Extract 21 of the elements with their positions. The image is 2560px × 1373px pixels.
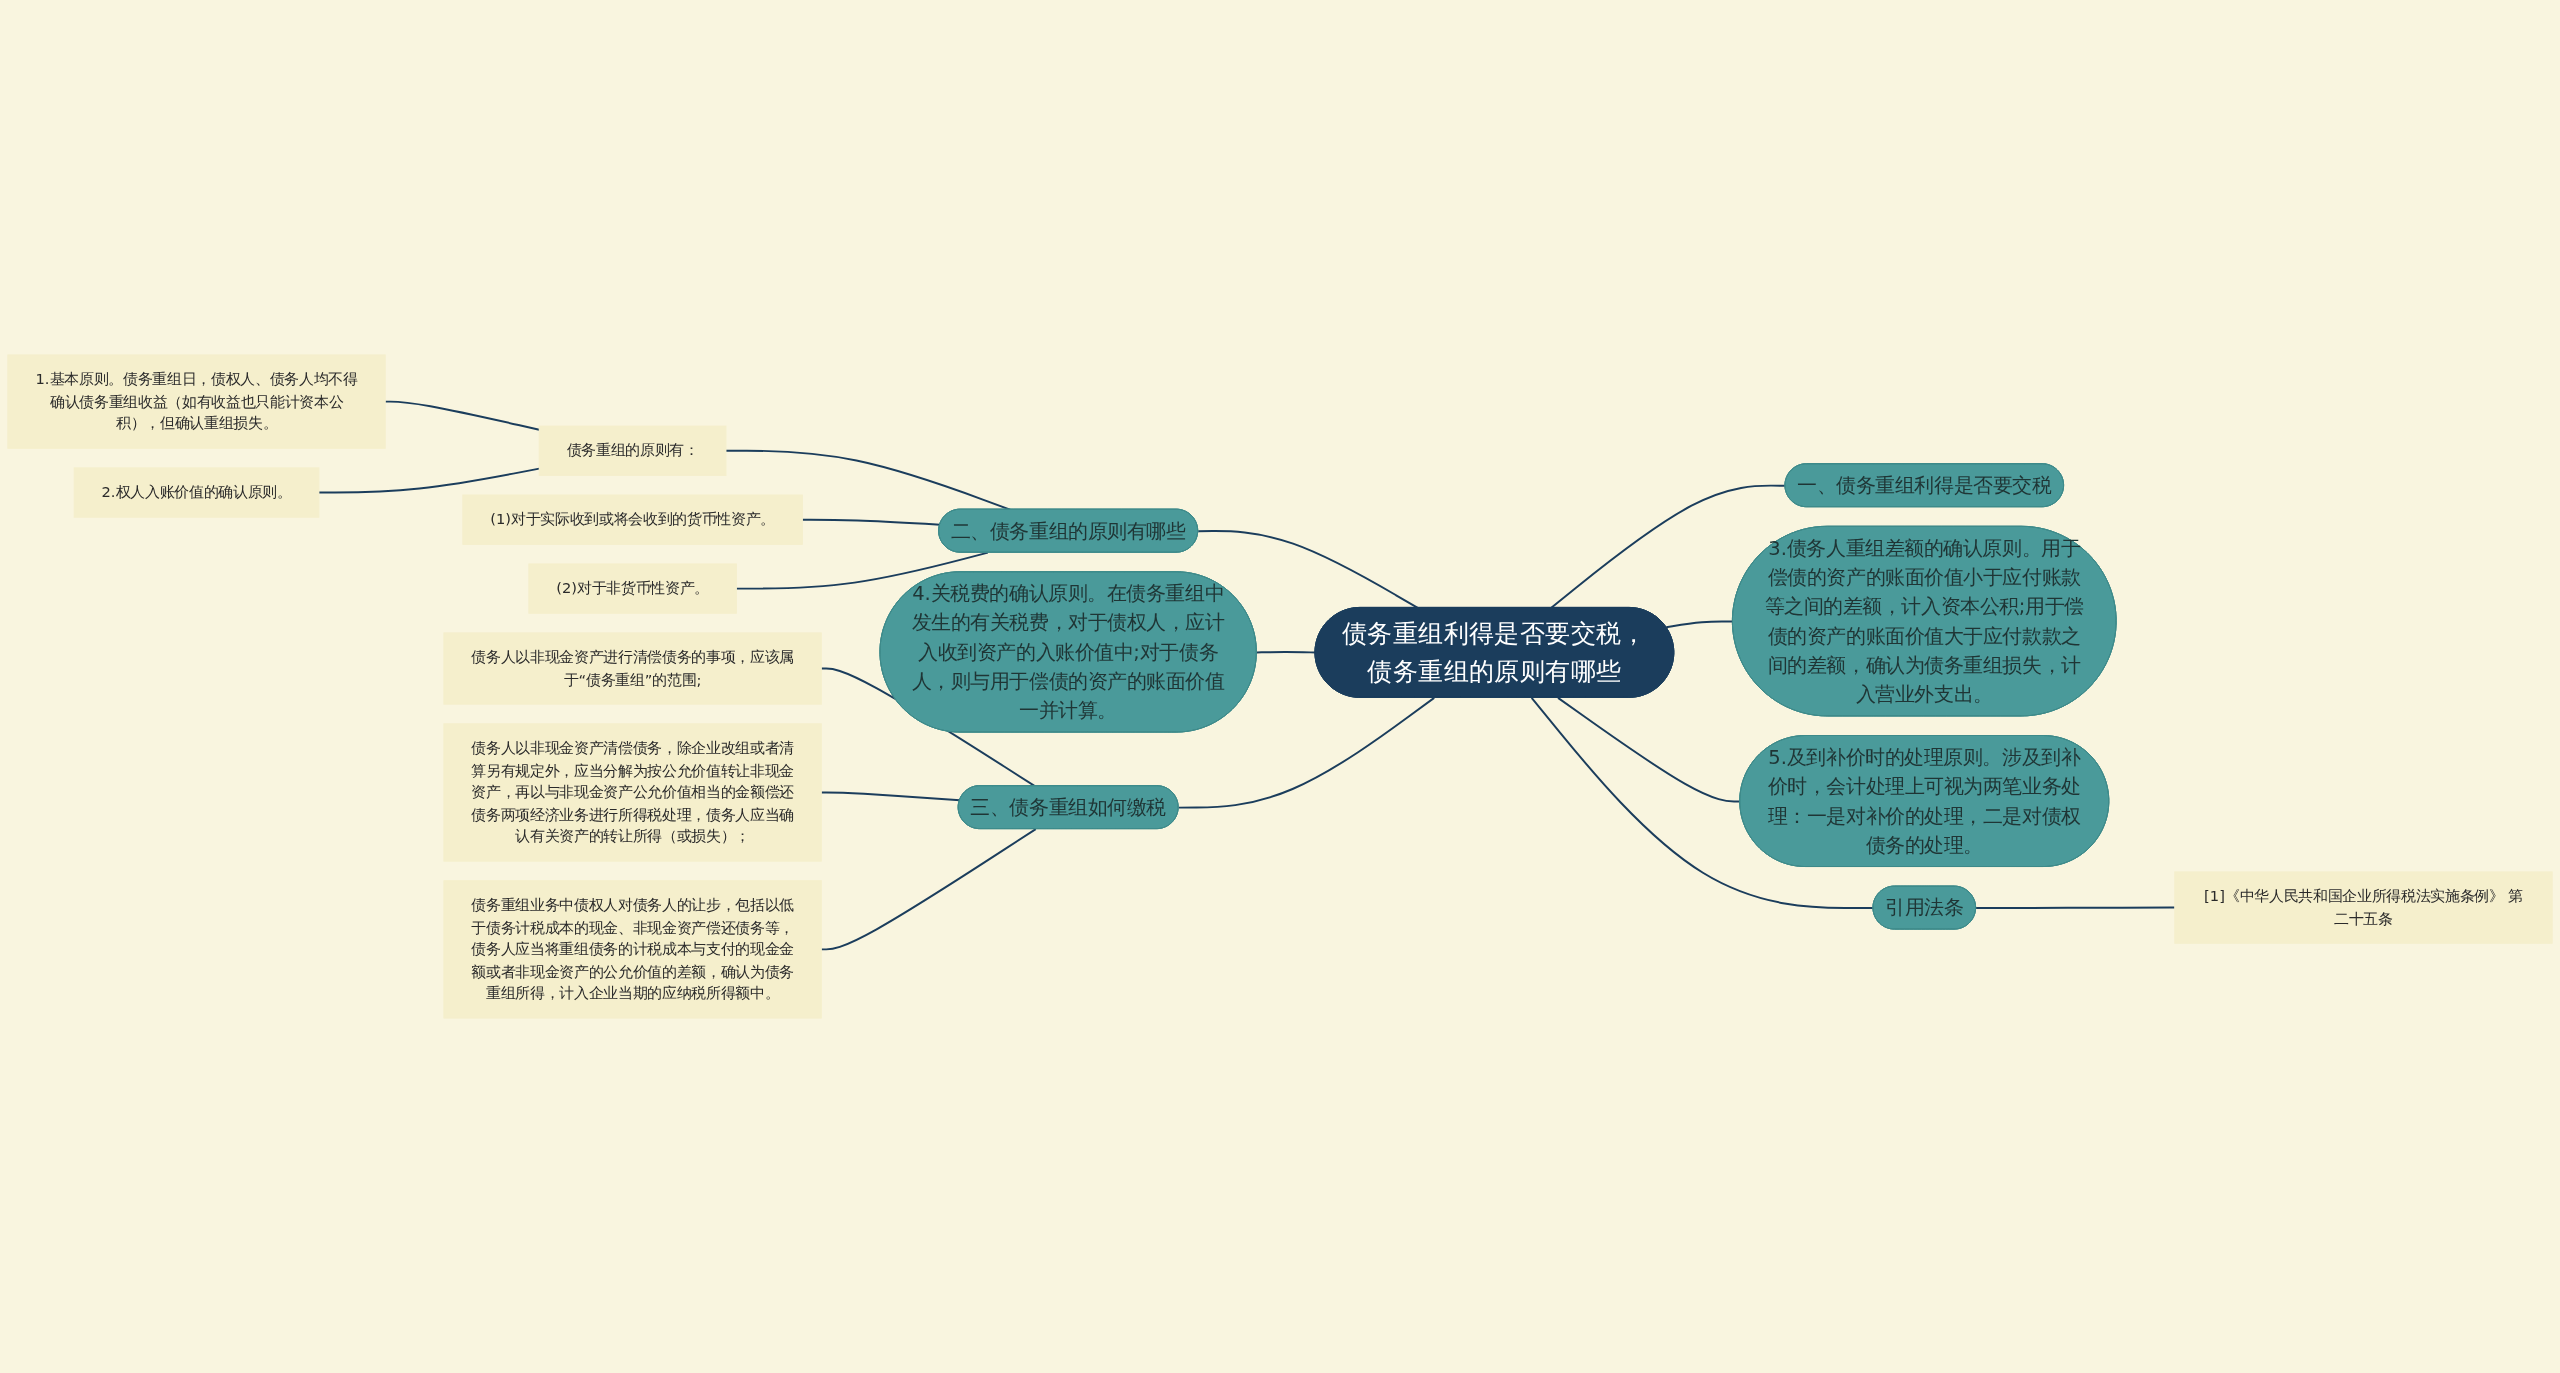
node-box: [1]《中华人民共和国企业所得税法实施条例》 第二十五条 <box>2174 871 2553 944</box>
node-box: 债务人以非现金资产清偿债务，除企业改组或者清算另有规定外，应当分解为按公允价值转让非现金资产，再以与非现金资产公允价值相当的金额偿还债务两项经济业务进行所得税处理，债务人应当确认有关资产的转让所得（或损失）； <box>443 723 822 862</box>
connector <box>820 828 1037 951</box>
node-box: 1.基本原则。债务重组日，债权人、债务人均不得确认债务重组收益（如有收益也只能计资本公积），但确认重组损失。 <box>7 354 386 449</box>
node-box: (2)对于非货币性资产。 <box>528 563 737 614</box>
node-box: (1)对于实际收到或将会收到的货币性资产。 <box>462 494 803 545</box>
connector <box>820 791 961 802</box>
connector <box>1665 620 1734 629</box>
connector <box>1530 696 1875 910</box>
connector <box>1197 530 1419 609</box>
node-box: 债务重组业务中债权人对债务人的让步，包括以低于债务计税成本的现金、非现金资产偿还债务等，债务人应当将重组债务的计税成本与支付的现金金额或者非现金资产的公允价值的差额，确认为债务重组所得，计入企业当期的应纳税所得额中。 <box>443 880 822 1019</box>
node-box: 债务重组的原则有： <box>538 425 727 476</box>
connector <box>384 400 541 431</box>
connector <box>735 551 989 590</box>
connector <box>317 467 541 494</box>
connector <box>1177 696 1436 809</box>
node-box: 2.权人入账价值的确认原则。 <box>73 467 320 518</box>
connector <box>1550 484 1787 609</box>
connector <box>725 449 1012 511</box>
node-box: 债务人以非现金资产进行清偿债务的事项，应该属于“债务重组”的范围; <box>443 632 822 705</box>
connector <box>1975 906 2176 910</box>
